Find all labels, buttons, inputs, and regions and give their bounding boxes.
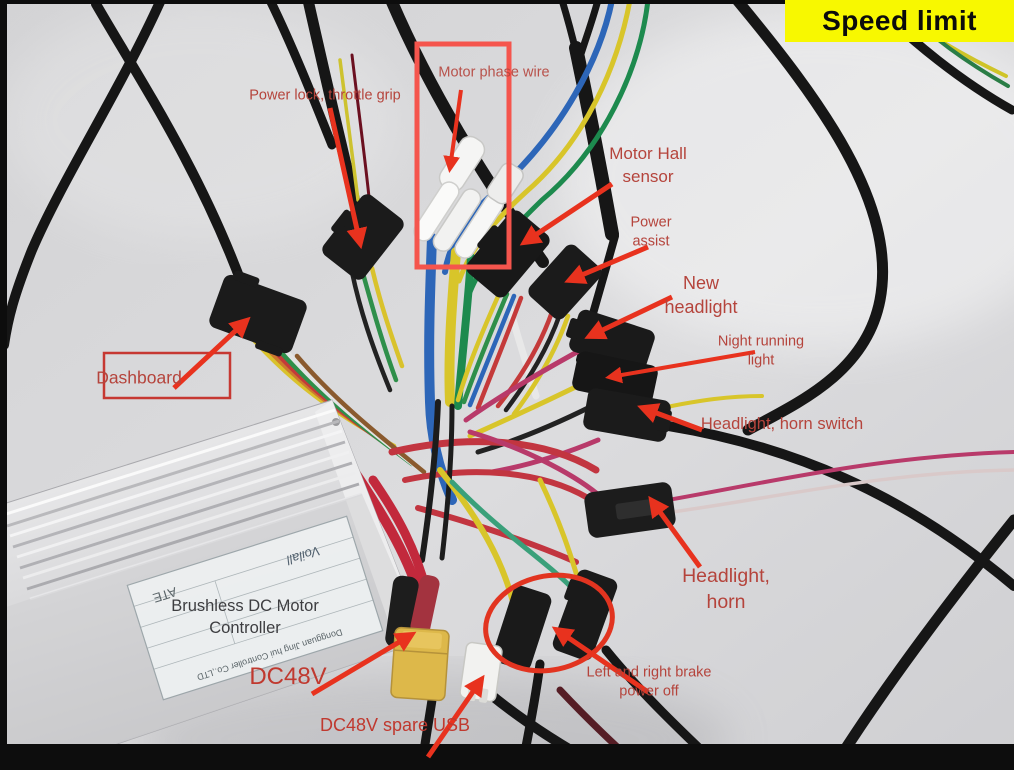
headlight-horn-label: Headlight, horn xyxy=(682,564,770,613)
motor-hall-label: Motor Hall sensor xyxy=(609,144,687,186)
power-assist-label: Power assist xyxy=(630,214,672,250)
xt60-red-sleeve xyxy=(410,575,440,635)
top-border xyxy=(0,0,1014,4)
dc48v-label: DC48V xyxy=(249,662,327,690)
motor-phase-label: Motor phase wire xyxy=(438,64,550,81)
horn-switch-label: Headlight, horn switch xyxy=(700,414,864,433)
controller-fins xyxy=(2,408,363,601)
left-border xyxy=(0,0,7,770)
new-headlight-label: New headlight xyxy=(664,272,738,317)
motor-controller: Dongguan Jing hui Controller Co.,LTD Voi… xyxy=(0,399,426,770)
controller-overlay-label: Brushless DC Motor Controller xyxy=(171,596,319,637)
dc48v-usb-label: DC48V spare USB xyxy=(319,714,471,735)
power-lock-label: Power lock, throttle grip xyxy=(249,87,401,104)
dashboard-label: Dashboard xyxy=(96,367,182,388)
usb-spare-connector xyxy=(459,641,503,703)
speed-limit-banner: Speed limit xyxy=(785,0,1014,42)
plate-code-text: ATE xyxy=(151,584,179,606)
highlight-glow xyxy=(560,10,1014,350)
speed-limit-text: Speed limit xyxy=(822,5,977,36)
brake-label: Left and right brake power off xyxy=(586,664,712,700)
night-running-label: Night running light xyxy=(717,333,805,369)
bottom-border xyxy=(0,744,1014,770)
xt60-connector xyxy=(390,626,450,702)
